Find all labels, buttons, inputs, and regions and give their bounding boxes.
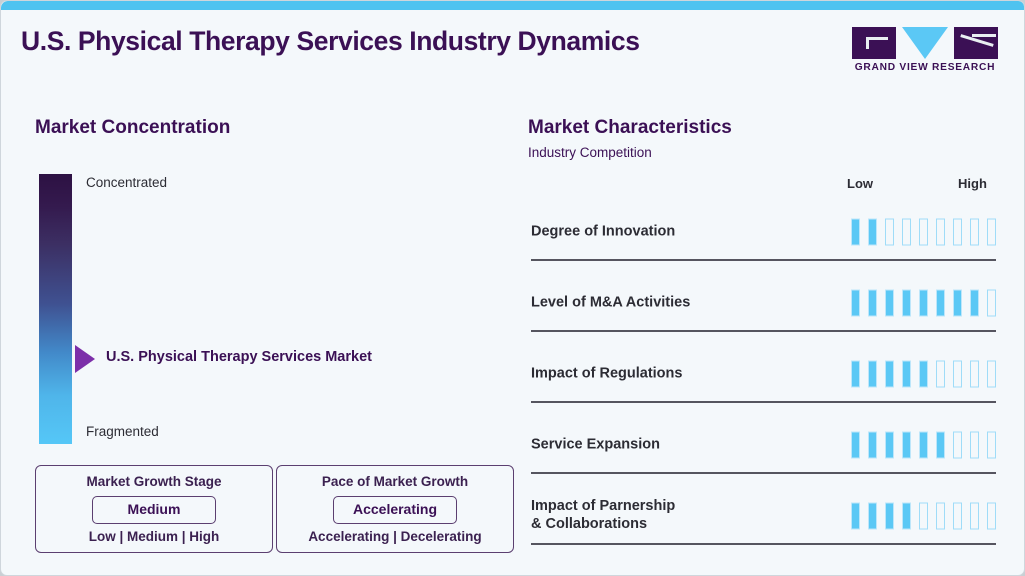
characteristic-row: Impact of Regulations	[531, 338, 996, 409]
rating-bar-filled	[868, 431, 877, 458]
market-characteristics-subtitle: Industry Competition	[528, 145, 652, 160]
rating-bar-empty	[936, 218, 945, 245]
concentration-gradient-scale	[39, 174, 72, 444]
characteristic-row: Degree of Innovation	[531, 196, 996, 267]
characteristic-rating-bars	[851, 502, 996, 529]
grand-view-research-logo: GRAND VIEW RESEARCH	[852, 27, 998, 77]
rating-bar-empty	[987, 289, 996, 316]
pace-of-market-growth-title: Pace of Market Growth	[321, 474, 469, 489]
rating-bar-filled	[851, 218, 860, 245]
market-position-arrow-icon	[75, 345, 95, 373]
rating-bar-empty	[987, 218, 996, 245]
rating-bar-filled	[902, 431, 911, 458]
rating-bar-empty	[970, 360, 979, 387]
characteristic-row-divider	[531, 330, 996, 332]
rating-bar-empty	[919, 502, 928, 529]
rating-bar-empty	[919, 218, 928, 245]
rating-bar-filled	[868, 502, 877, 529]
rating-bar-filled	[970, 289, 979, 316]
rating-bar-filled	[851, 360, 860, 387]
rating-bar-empty	[970, 431, 979, 458]
rating-bar-empty	[936, 502, 945, 529]
market-growth-stage-scale: Low | Medium | High	[88, 529, 220, 544]
rating-bar-filled	[919, 431, 928, 458]
rating-bar-filled	[902, 360, 911, 387]
characteristic-row-label: Level of M&A Activities	[531, 294, 691, 311]
rating-bar-empty	[953, 502, 962, 529]
rating-bar-empty	[936, 360, 945, 387]
rating-bar-empty	[987, 431, 996, 458]
top-accent-bar	[1, 1, 1024, 10]
rating-bar-filled	[851, 289, 860, 316]
rating-bar-filled	[885, 502, 894, 529]
rating-bar-filled	[868, 360, 877, 387]
characteristic-row-divider	[531, 401, 996, 403]
market-growth-stage-title: Market Growth Stage	[86, 474, 222, 489]
rating-bar-filled	[885, 289, 894, 316]
rating-bar-empty	[987, 502, 996, 529]
scale-axis-low-label: Low	[847, 176, 873, 191]
characteristic-row-label: Degree of Innovation	[531, 223, 676, 240]
rating-bar-filled	[902, 289, 911, 316]
rating-bar-filled	[851, 431, 860, 458]
rating-bar-filled	[868, 289, 877, 316]
market-position-label: U.S. Physical Therapy Services Market	[106, 349, 372, 365]
market-growth-stage-box: Market Growth Stage Medium Low | Medium …	[35, 465, 273, 553]
scale-axis-high-label: High	[958, 176, 987, 191]
characteristic-row-divider	[531, 472, 996, 474]
page-title: U.S. Physical Therapy Services Industry …	[21, 26, 640, 56]
rating-bar-filled	[902, 502, 911, 529]
pace-of-market-growth-box: Pace of Market Growth Accelerating Accel…	[276, 465, 514, 553]
characteristic-row: Level of M&A Activities	[531, 267, 996, 338]
pace-of-market-growth-value-chip: Accelerating	[333, 496, 457, 524]
rating-bar-empty	[902, 218, 911, 245]
characteristic-rating-bars	[851, 218, 996, 245]
rating-bar-empty	[970, 218, 979, 245]
characteristic-rating-bars	[851, 360, 996, 387]
characteristic-row: Impact of Parnership & Collaborations	[531, 480, 996, 551]
market-growth-stage-value-chip: Medium	[92, 496, 216, 524]
rating-bar-filled	[885, 360, 894, 387]
characteristic-rating-bars	[851, 431, 996, 458]
rating-bar-empty	[970, 502, 979, 529]
concentration-bottom-label: Fragmented	[86, 424, 159, 439]
logo-r-icon	[954, 27, 998, 59]
pace-of-market-growth-value: Accelerating	[352, 501, 438, 517]
rating-bar-filled	[936, 431, 945, 458]
rating-bar-empty	[885, 218, 894, 245]
market-characteristics-title: Market Characteristics	[528, 117, 732, 138]
logo-v-icon	[902, 27, 948, 59]
rating-bar-filled	[885, 431, 894, 458]
rating-bar-filled	[953, 289, 962, 316]
characteristic-row-label: Impact of Parnership & Collaborations	[531, 497, 676, 533]
market-concentration-title: Market Concentration	[35, 117, 231, 138]
characteristic-row: Service Expansion	[531, 409, 996, 480]
market-growth-stage-value: Medium	[127, 501, 181, 517]
characteristic-row-label: Impact of Regulations	[531, 365, 683, 382]
characteristic-row-label: Service Expansion	[531, 436, 660, 453]
rating-bar-filled	[919, 360, 928, 387]
characteristic-row-divider	[531, 543, 996, 545]
rating-bar-filled	[868, 218, 877, 245]
rating-bar-filled	[919, 289, 928, 316]
characteristic-rating-bars	[851, 289, 996, 316]
logo-marks	[852, 27, 998, 59]
rating-bar-empty	[953, 360, 962, 387]
pace-of-market-growth-scale: Accelerating | Decelerating	[308, 529, 482, 544]
rating-bar-empty	[987, 360, 996, 387]
rating-bar-empty	[953, 218, 962, 245]
rating-bar-filled	[936, 289, 945, 316]
rating-bar-filled	[851, 502, 860, 529]
characteristic-row-divider	[531, 259, 996, 261]
logo-g-icon	[852, 27, 896, 59]
logo-wordmark: GRAND VIEW RESEARCH	[854, 62, 996, 73]
rating-bar-empty	[953, 431, 962, 458]
concentration-top-label: Concentrated	[86, 175, 168, 190]
